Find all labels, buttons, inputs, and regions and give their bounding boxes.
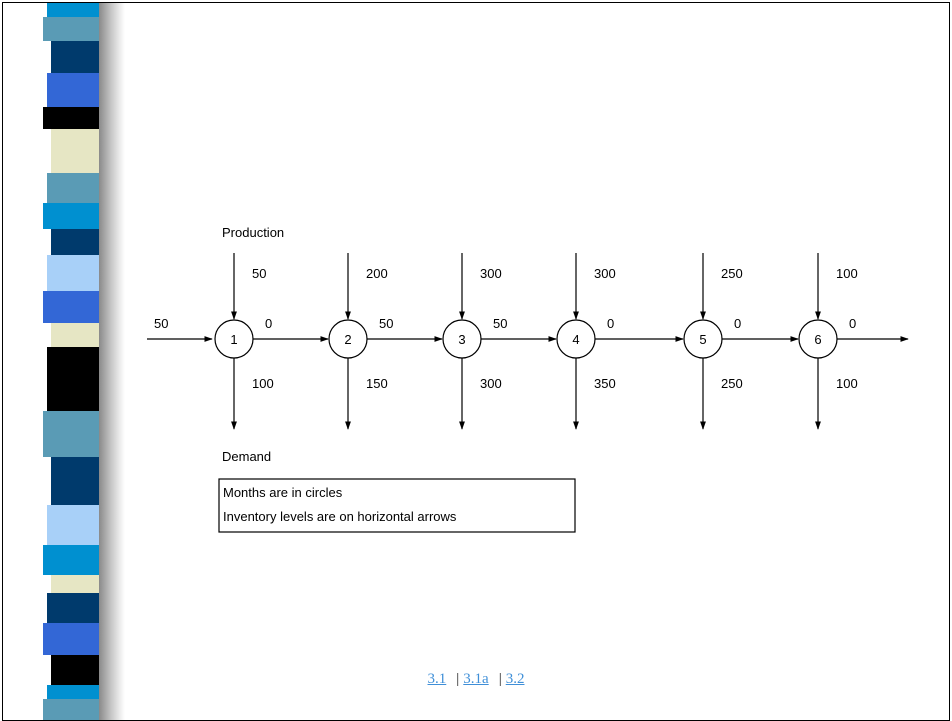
inventory-value: 0 [265,316,272,331]
month-nodes: 1501000220015050330030050430035005250250… [215,253,908,429]
demand-value: 100 [836,376,858,391]
production-value: 50 [252,266,266,281]
link-3-2[interactable]: 3.2 [506,671,525,687]
month-label: 5 [699,332,706,347]
month-label: 6 [814,332,821,347]
demand-label: Demand [222,449,271,464]
production-value: 200 [366,266,388,281]
legend-line-2: Inventory levels are on horizontal arrow… [223,509,457,524]
inventory-value: 0 [849,316,856,331]
legend-box: Months are in circles Inventory levels a… [219,479,575,532]
footer-nav: 3.1|3.1a|3.2 [3,671,949,688]
inventory-value: 50 [379,316,393,331]
production-value: 100 [836,266,858,281]
month-label: 1 [230,332,237,347]
legend-line-1: Months are in circles [223,485,343,500]
inventory-value: 0 [734,316,741,331]
input-inventory-label: 50 [154,316,168,331]
link-3-1a[interactable]: 3.1a [463,671,488,687]
demand-value: 100 [252,376,274,391]
month-label: 4 [572,332,579,347]
footer-separator: | [456,671,459,687]
production-value: 300 [480,266,502,281]
demand-value: 250 [721,376,743,391]
production-value: 300 [594,266,616,281]
demand-value: 300 [480,376,502,391]
production-value: 250 [721,266,743,281]
footer-separator: | [499,671,502,687]
demand-value: 150 [366,376,388,391]
inventory-value: 50 [493,316,507,331]
production-label: Production [222,225,284,240]
demand-value: 350 [594,376,616,391]
inventory-value: 0 [607,316,614,331]
flow-diagram: Production Demand 50 1501000220015050330… [3,3,949,720]
link-3-1[interactable]: 3.1 [428,671,447,687]
month-label: 2 [344,332,351,347]
month-label: 3 [458,332,465,347]
